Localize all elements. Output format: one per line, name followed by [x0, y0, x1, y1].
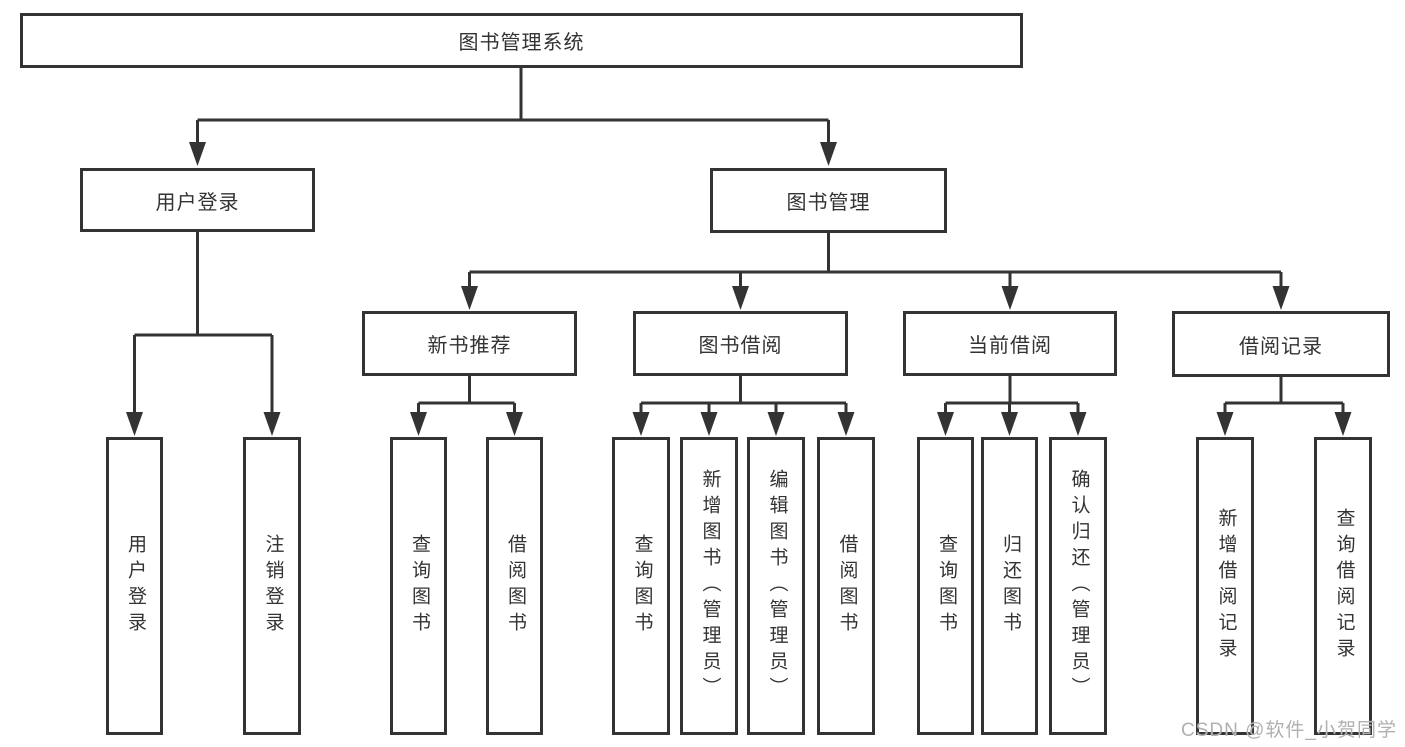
- leaf-user-login: 用户登录: [106, 437, 163, 735]
- node-book-management: 图书管理: [710, 168, 947, 233]
- leaf-query-borrow-record: 查询借阅记录: [1314, 437, 1372, 735]
- leaf-recommend-query-books-label: 查询图书: [408, 534, 430, 638]
- leaf-logout-label: 注销登录: [262, 534, 284, 638]
- leaf-user-login-label: 用户登录: [124, 534, 146, 638]
- node-current-borrow: 当前借阅: [903, 311, 1117, 376]
- leaf-borrow-books-label: 借阅图书: [836, 534, 858, 638]
- leaf-edit-books-admin: 编辑图书（管理员）: [747, 437, 805, 735]
- node-book-management-label: 图书管理: [786, 192, 871, 214]
- leaf-add-borrow-record: 新增借阅记录: [1196, 437, 1254, 735]
- leaf-recommend-query-books: 查询图书: [390, 437, 447, 735]
- leaf-borrow-books: 借阅图书: [817, 437, 875, 735]
- leaf-confirm-return-admin: 确认归还（管理员）: [1049, 437, 1107, 735]
- leaf-add-borrow-record-label: 新增借阅记录: [1215, 508, 1237, 664]
- node-current-borrow-label: 当前借阅: [968, 335, 1052, 357]
- node-book-borrow-label: 图书借阅: [698, 335, 783, 357]
- leaf-recommend-borrow-books: 借阅图书: [486, 437, 543, 735]
- leaf-add-books-admin: 新增图书（管理员）: [680, 437, 738, 735]
- csdn-watermark: CSDN @软件_小贺同学: [1181, 720, 1397, 741]
- leaf-query-borrow-record-label: 查询借阅记录: [1333, 508, 1355, 664]
- node-borrow-records: 借阅记录: [1172, 311, 1390, 377]
- node-borrow-records-label: 借阅记录: [1239, 335, 1323, 358]
- leaf-confirm-return-admin-label: 确认归还（管理员）: [1068, 469, 1090, 703]
- node-new-book-recommend: 新书推荐: [362, 311, 577, 376]
- leaf-borrow-query-books: 查询图书: [612, 437, 670, 735]
- node-user-login: 用户登录: [80, 168, 315, 232]
- leaf-recommend-borrow-books-label: 借阅图书: [504, 534, 526, 638]
- node-root-label: 图书管理系统: [458, 32, 585, 54]
- leaf-logout: 注销登录: [243, 437, 301, 735]
- leaf-add-books-admin-label: 新增图书（管理员）: [699, 469, 721, 703]
- leaf-borrow-query-books-label: 查询图书: [631, 534, 653, 638]
- node-new-book-recommend-label: 新书推荐: [427, 335, 512, 357]
- leaf-return-books: 归还图书: [981, 437, 1038, 735]
- leaf-current-query-books-label: 查询图书: [935, 534, 957, 638]
- node-root: 图书管理系统: [20, 13, 1023, 68]
- leaf-return-books-label: 归还图书: [999, 534, 1021, 638]
- node-user-login-label: 用户登录: [155, 191, 240, 214]
- leaf-current-query-books: 查询图书: [917, 437, 974, 735]
- leaf-edit-books-admin-label: 编辑图书（管理员）: [766, 469, 788, 703]
- node-book-borrow: 图书借阅: [633, 311, 848, 376]
